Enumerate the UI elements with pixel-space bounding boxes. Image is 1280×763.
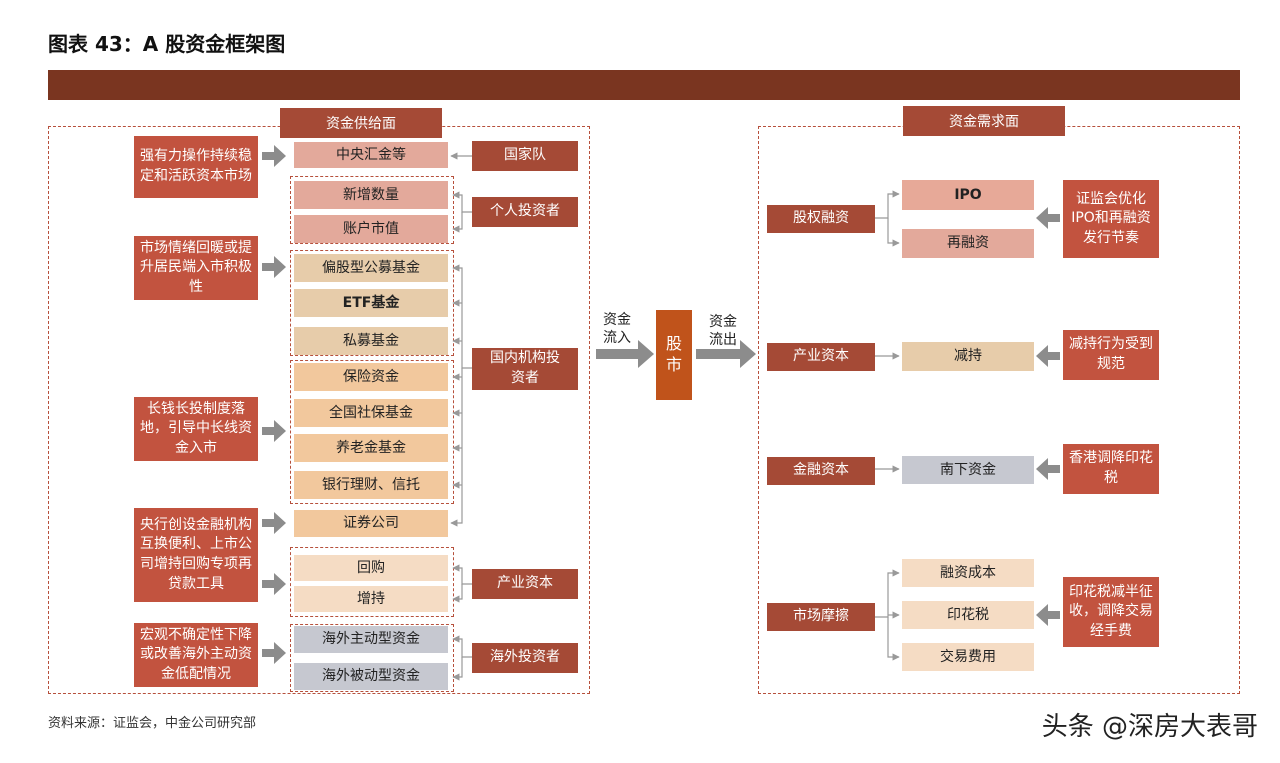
item-bank-wealth-trust: 银行理财、信托 — [294, 471, 448, 499]
item-stamp-duty: 印花税 — [902, 601, 1034, 629]
item-buyback: 回购 — [294, 555, 448, 581]
category-domestic-institutions: 国内机构投资者 — [472, 348, 578, 390]
item-increase-holding: 增持 — [294, 586, 448, 612]
demand-driver-reduction-rules: 减持行为受到规范 — [1063, 330, 1159, 380]
industry-capital-group — [290, 547, 454, 617]
category-individual-investors: 个人投资者 — [472, 197, 578, 227]
category-overseas-investors: 海外投资者 — [472, 643, 578, 673]
stock-market-box: 股市 — [656, 310, 692, 400]
supply-driver-central-bank-tools: 央行创设金融机构互换便利、上市公司增持回购专项再贷款工具 — [134, 508, 258, 602]
item-financing-cost: 融资成本 — [902, 559, 1034, 587]
demand-header: 资金需求面 — [903, 106, 1065, 136]
item-securities-firm: 证券公司 — [294, 510, 448, 537]
supply-driver-national-team: 强有力操作持续稳定和活跃资本市场 — [134, 136, 258, 198]
item-share-reduction: 减持 — [902, 342, 1034, 371]
category-market-friction: 市场摩擦 — [767, 603, 875, 631]
item-overseas-active: 海外主动型资金 — [294, 626, 448, 653]
watermark: 头条 @深房大表哥 — [1041, 712, 1258, 742]
item-pension: 养老金基金 — [294, 434, 448, 462]
inflow-label: 资金流入 — [603, 312, 631, 347]
supply-driver-macro: 宏观不确定性下降或改善海外主动资金低配情况 — [134, 623, 258, 687]
category-demand-industry-capital: 产业资本 — [767, 343, 875, 371]
item-trading-fees: 交易费用 — [902, 643, 1034, 671]
demand-driver-fee-cuts: 印花税减半征收，调降交易经手费 — [1063, 577, 1159, 647]
individual-investor-group — [290, 176, 454, 244]
item-social-security: 全国社保基金 — [294, 399, 448, 427]
supply-driver-long-term: 长钱长投制度落地，引导中长线资金入市 — [134, 397, 258, 461]
item-etf-fund: ETF基金 — [294, 289, 448, 317]
item-ipo: IPO — [902, 180, 1034, 210]
category-industry-capital: 产业资本 — [472, 569, 578, 599]
source-note: 资料来源：证监会，中金公司研究部 — [48, 716, 257, 731]
item-new-accounts: 新增数量 — [294, 181, 448, 209]
supply-driver-sentiment: 市场情绪回暖或提升居民端入市积极性 — [134, 236, 258, 300]
demand-driver-ipo-pace: 证监会优化IPO和再融资发行节奏 — [1063, 180, 1159, 258]
category-national-team: 国家队 — [472, 141, 578, 171]
overseas-group — [290, 624, 454, 692]
item-private-fund: 私募基金 — [294, 327, 448, 355]
demand-driver-hk-stamp-duty: 香港调降印花税 — [1063, 444, 1159, 494]
outflow-label: 资金流出 — [709, 314, 737, 349]
header-banner — [48, 70, 1240, 100]
item-overseas-passive: 海外被动型资金 — [294, 663, 448, 690]
supply-header: 资金供给面 — [280, 108, 442, 138]
item-refinancing: 再融资 — [902, 229, 1034, 258]
item-account-value: 账户市值 — [294, 215, 448, 243]
item-insurance: 保险资金 — [294, 363, 448, 391]
item-central-huijin: 中央汇金等 — [294, 142, 448, 168]
item-southbound-funds: 南下资金 — [902, 456, 1034, 484]
page-title: 图表 43：A 股资金框架图 — [48, 32, 286, 56]
long-term-capital-group — [290, 360, 454, 504]
category-equity-financing: 股权融资 — [767, 205, 875, 233]
item-equity-mutual-fund: 偏股型公募基金 — [294, 254, 448, 282]
category-financial-capital: 金融资本 — [767, 457, 875, 485]
